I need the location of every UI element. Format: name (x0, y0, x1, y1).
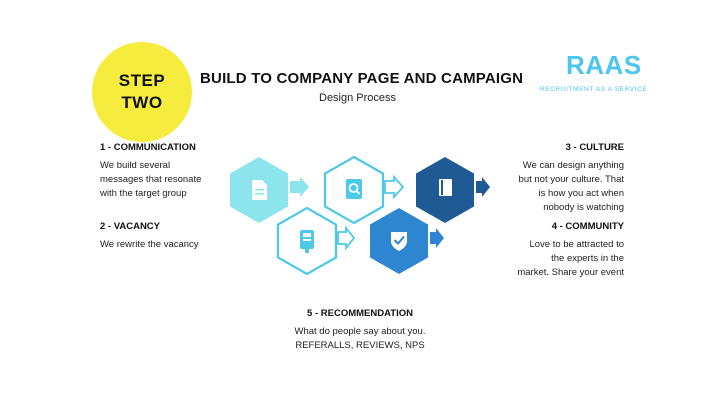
text-line: with the target group (100, 188, 187, 199)
section-text: We can design anything but not your cult… (519, 159, 624, 215)
section-heading: 2 - VACANCY (100, 221, 160, 232)
arrow-right-icon (337, 225, 356, 251)
shield-check-icon (391, 232, 407, 251)
section-text: What do people say about you. REFERALLS,… (260, 325, 460, 353)
text-line: the experts in the (551, 253, 624, 264)
section-vacancy: 2 - VACANCY We rewrite the vacancy (100, 221, 199, 252)
text-line: market. Share your event (517, 267, 624, 278)
text-line: is how you act when (538, 188, 624, 199)
brand-logo: RAAS (566, 50, 642, 80)
section-heading: 3 - CULTURE (565, 142, 624, 153)
text-line: Love to be attracted to (529, 239, 624, 250)
section-text: Love to be attracted to the experts in t… (517, 238, 624, 280)
arrow-right-icon (476, 177, 490, 197)
page-subtitle: Design Process (319, 92, 397, 104)
arrow-right-icon (430, 228, 444, 248)
search-document-icon (346, 179, 362, 199)
arrow-right-icon (384, 174, 405, 200)
section-recommendation: 5 - RECOMMENDATION What do people say ab… (260, 308, 460, 353)
text-line: REFERALLS, REVIEWS, NPS (295, 340, 425, 351)
text-line: but not your culture. That (518, 174, 624, 185)
book-icon (439, 179, 452, 196)
hex-search (323, 155, 405, 225)
text-line: nobody is watching (543, 202, 624, 213)
text-line: What do people say about you. (294, 326, 426, 337)
step-badge: STEP TWO (92, 42, 192, 142)
section-community: 4 - COMMUNITY Love to be attracted to th… (517, 221, 624, 280)
hex-check (370, 208, 444, 274)
text-line: We rewrite the vacancy (100, 239, 199, 250)
hex-document (230, 157, 309, 223)
hex-tablet (276, 206, 356, 276)
section-text: We build several messages that resonate … (100, 159, 201, 201)
text-line: messages that resonate (100, 174, 202, 185)
section-heading: 1 - COMMUNICATION (100, 142, 196, 153)
step-label: STEP (118, 71, 166, 90)
text-line: We can design anything (522, 160, 624, 171)
text-line: We build several (100, 160, 171, 171)
section-heading: 4 - COMMUNITY (551, 221, 624, 232)
section-text: We rewrite the vacancy (100, 238, 199, 252)
step-number: TWO (121, 93, 163, 112)
section-culture: 3 - CULTURE We can design anything but n… (519, 142, 624, 215)
section-heading: 5 - RECOMMENDATION (307, 308, 413, 319)
document-icon (252, 180, 267, 200)
section-communication: 1 - COMMUNICATION We build several messa… (100, 142, 201, 201)
tablet-icon (300, 230, 314, 253)
arrow-right-icon (290, 177, 309, 197)
hex-book (416, 157, 490, 223)
brand-tagline: RECRUITMENT AS A SERVICE (540, 86, 648, 93)
page-title: BUILD TO COMPANY PAGE AND CAMPAIGN (200, 70, 524, 87)
